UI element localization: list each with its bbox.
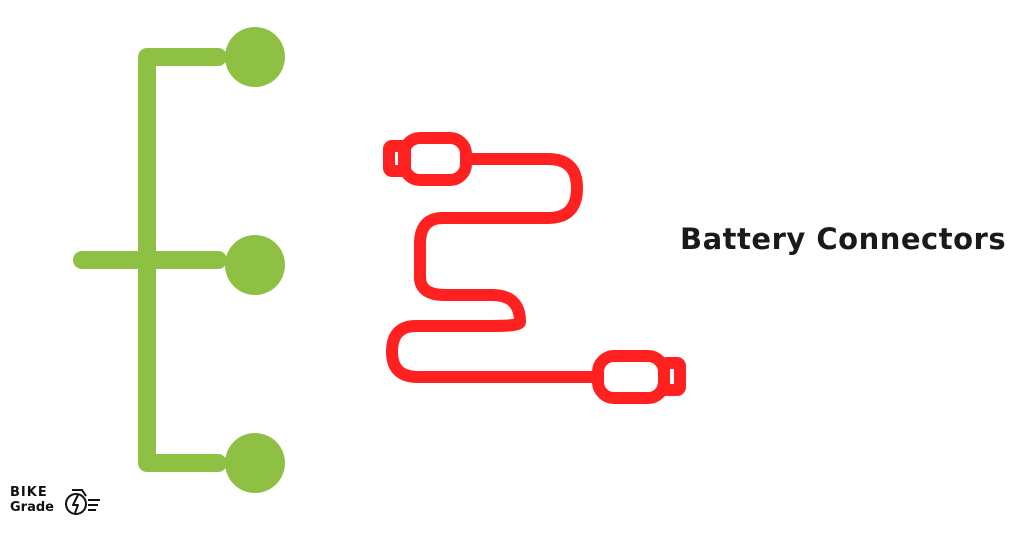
logo-line1: BIKE <box>10 485 48 500</box>
bikegrade-logo: BIKE Grade <box>10 486 102 520</box>
branch-tree-icon <box>73 27 285 493</box>
logo-line2: Grade <box>10 500 54 515</box>
page-title: Battery Connectors <box>680 222 1007 256</box>
bicycle-lightning-icon <box>65 489 100 515</box>
usb-cable-icon <box>383 132 686 404</box>
